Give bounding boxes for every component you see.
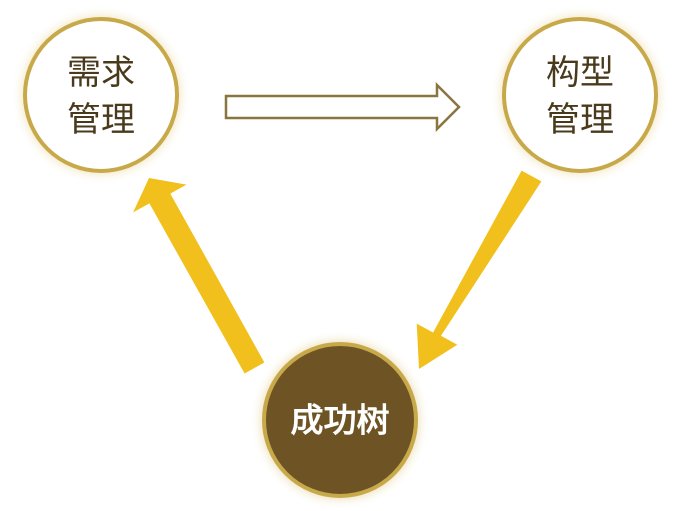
arrow-configuration-to-success-tree — [416, 170, 542, 369]
node-success-tree: 成功树 — [250, 330, 430, 510]
node-demand-management: 需求 管理 — [11, 5, 191, 185]
node-configuration-management-line2: 管理 — [546, 100, 614, 140]
arrow-success-tree-to-demand — [133, 178, 265, 374]
node-success-tree-label: 成功树 — [291, 401, 390, 440]
arrow-demand-to-configuration — [224, 81, 461, 133]
node-demand-management-line1: 需求 — [67, 53, 135, 93]
node-configuration-management-line1: 构型 — [546, 53, 614, 93]
node-demand-management-line2: 管理 — [67, 100, 135, 140]
node-configuration-management: 构型 管理 — [490, 5, 670, 185]
